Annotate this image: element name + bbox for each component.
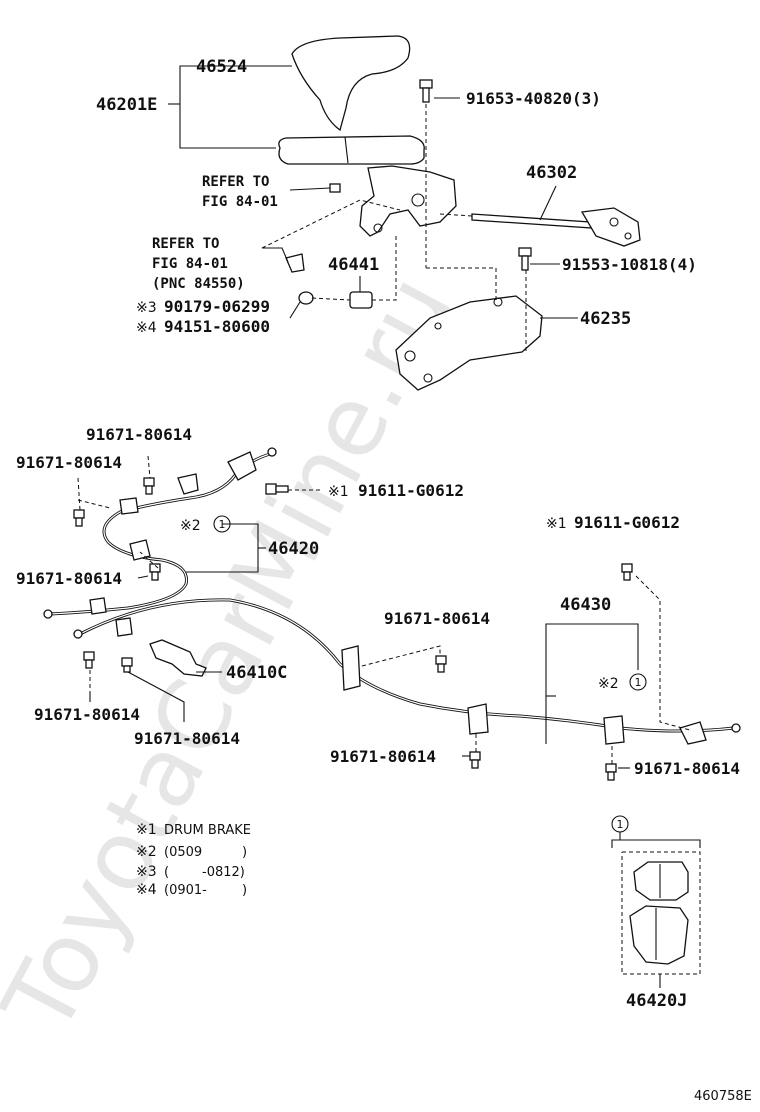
bolt-91671-d xyxy=(83,651,95,669)
label-fig-84-01-2: FIG 84-01 xyxy=(152,256,228,272)
label-91671-left: 91671-80614 xyxy=(16,453,122,472)
label-91553: 91553-10818(4) xyxy=(562,255,697,274)
svg-text:DRUM BRAKE: DRUM BRAKE xyxy=(164,823,251,838)
label-91611-a: 91611-G0612 xyxy=(358,481,464,500)
label-fig-84-01-1: FIG 84-01 xyxy=(202,194,278,210)
label-46410C: 46410C xyxy=(226,663,287,683)
svg-text:(0901-: (0901- xyxy=(164,883,207,898)
equalizer-rod xyxy=(471,213,593,229)
label-46420: 46420 xyxy=(268,539,319,559)
label-91671-bottom: 91671-80614 xyxy=(330,747,436,766)
bolt-refer xyxy=(329,183,341,193)
bolt-91671-b xyxy=(73,509,85,527)
lever-grip-cover xyxy=(291,35,411,132)
svg-text:1: 1 xyxy=(617,818,624,831)
label-91611-b: 91611-G0612 xyxy=(574,513,680,532)
svg-text:※2: ※2 xyxy=(136,844,157,860)
mark-2-b: ※2 xyxy=(598,676,619,692)
bolt-91653 xyxy=(419,79,433,103)
mark-1-b: ※1 xyxy=(546,516,567,532)
label-refer-to-2: REFER TO xyxy=(152,236,219,252)
bolt-91671-a xyxy=(143,477,155,495)
label-91671-lower: 91671-80614 xyxy=(134,729,240,748)
svg-text:※4: ※4 xyxy=(136,882,157,898)
label-91671-right: 91671-80614 xyxy=(634,759,740,778)
label-91671-center: 91671-80614 xyxy=(384,609,490,628)
mark-2-a: ※2 xyxy=(180,518,201,534)
bolt-91671-e xyxy=(121,657,133,673)
cable-bracket-upper xyxy=(119,451,257,561)
bolt-91611-b xyxy=(621,563,633,581)
cable-ends xyxy=(43,447,741,745)
notes-legend: ※1 DRUM BRAKE ※2 (0509 ) ※3 ( -0812) ※4 … xyxy=(136,822,251,898)
bushing-46441 xyxy=(349,291,373,309)
label-46441: 46441 xyxy=(328,255,379,275)
svg-text:1: 1 xyxy=(219,518,226,531)
label-91653: 91653-40820(3) xyxy=(466,89,601,108)
label-90179: 90179-06299 xyxy=(164,297,270,316)
label-46302: 46302 xyxy=(526,163,577,183)
svg-text:): ) xyxy=(242,845,247,860)
bolt-91553 xyxy=(518,247,532,271)
lever-bracket xyxy=(359,165,457,237)
svg-text:): ) xyxy=(242,883,247,898)
label-46430: 46430 xyxy=(560,595,611,615)
mark-3: ※3 xyxy=(136,300,157,316)
label-91671-top: 91671-80614 xyxy=(86,425,192,444)
bolt-91671-g xyxy=(469,751,481,769)
diagram-code: 460758E xyxy=(694,1089,752,1104)
circle-marker-1a: 1 xyxy=(213,515,231,533)
bolt-91671-h xyxy=(605,763,617,781)
label-94151: 94151-80600 xyxy=(164,317,270,336)
label-91671-lower-left: 91671-80614 xyxy=(34,705,140,724)
svg-text:(0509: (0509 xyxy=(164,845,202,860)
svg-text:-0812): -0812) xyxy=(202,865,245,880)
label-46235: 46235 xyxy=(580,309,631,329)
label-refer-to-1: REFER TO xyxy=(202,174,269,190)
brake-lever-bracket xyxy=(395,295,543,391)
svg-text:※1: ※1 xyxy=(136,822,157,838)
svg-text:※3: ※3 xyxy=(136,864,157,880)
mark-4: ※4 xyxy=(136,320,157,336)
circle-marker-1b: 1 xyxy=(629,673,647,691)
svg-text:(: ( xyxy=(164,865,169,880)
equalizer xyxy=(580,207,641,247)
bolt-91671-c xyxy=(149,563,161,581)
cable-bracket-middle xyxy=(341,645,625,745)
mark-1-a: ※1 xyxy=(328,484,349,500)
nut-90179 xyxy=(298,291,314,305)
label-pnc-84550: (PNC 84550) xyxy=(152,276,245,292)
svg-text:1: 1 xyxy=(635,676,642,689)
label-91671-mid: 91671-80614 xyxy=(16,569,122,588)
bolt-91671-f xyxy=(435,655,447,673)
lever-handle xyxy=(278,135,425,165)
label-46420J: 46420J xyxy=(626,991,687,1011)
clip-84550 xyxy=(285,253,305,273)
label-46524: 46524 xyxy=(196,57,247,77)
bolt-91611-a xyxy=(265,483,289,495)
detail-46420J: 1 xyxy=(611,815,701,988)
label-46201E: 46201E xyxy=(96,95,157,115)
